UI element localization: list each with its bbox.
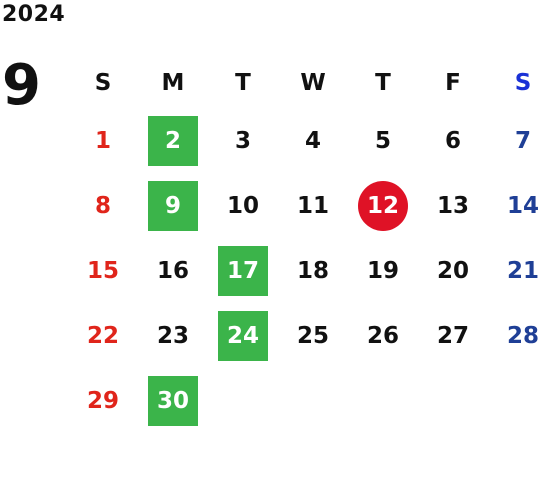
day-cell[interactable]: 11 — [278, 173, 348, 238]
day-cell[interactable]: 22 — [68, 303, 138, 368]
day-number: 6 — [444, 127, 461, 154]
day-number: 7 — [514, 127, 531, 154]
day-number: 28 — [506, 322, 539, 349]
day-cell[interactable]: 13 — [418, 173, 488, 238]
year-label: 2024 — [2, 2, 66, 27]
day-cell-highlighted[interactable]: 30 — [138, 368, 208, 433]
day-number: 18 — [296, 257, 329, 284]
day-number: 21 — [506, 257, 539, 284]
day-number: 19 — [366, 257, 399, 284]
day-cell[interactable]: 3 — [208, 108, 278, 173]
weekday-sunday: S — [94, 70, 112, 96]
day-cell[interactable]: 27 — [418, 303, 488, 368]
day-number: 8 — [94, 192, 111, 219]
day-cell[interactable]: 25 — [278, 303, 348, 368]
day-number: 11 — [296, 192, 329, 219]
day-cell[interactable]: 23 — [138, 303, 208, 368]
day-cell[interactable]: 6 — [418, 108, 488, 173]
day-number: 16 — [156, 257, 189, 284]
day-number: 29 — [86, 387, 119, 414]
day-number: 15 — [86, 257, 119, 284]
day-number — [218, 376, 268, 426]
day-cell[interactable]: 8 — [68, 173, 138, 238]
day-cell[interactable]: 18 — [278, 238, 348, 303]
weekday-monday: M — [161, 70, 185, 96]
day-number: 30 — [148, 375, 198, 426]
day-number: 24 — [218, 310, 268, 361]
day-cell[interactable]: 5 — [348, 108, 418, 173]
weekday-wednesday: W — [300, 70, 326, 96]
day-number: 20 — [436, 257, 469, 284]
day-cell-highlighted[interactable]: 17 — [208, 238, 278, 303]
weekday-tuesday: T — [235, 70, 251, 96]
day-cell[interactable]: 7 — [488, 108, 548, 173]
day-cell-empty — [488, 368, 548, 433]
weekday-saturday: S — [514, 70, 532, 96]
day-number: 14 — [506, 192, 539, 219]
day-cell-empty — [348, 368, 418, 433]
weekday-thursday: T — [375, 70, 391, 96]
day-number: 1 — [94, 127, 111, 154]
day-number: 17 — [218, 245, 268, 296]
day-number: 5 — [374, 127, 391, 154]
day-number: 22 — [86, 322, 119, 349]
day-cell[interactable]: 21 — [488, 238, 548, 303]
day-number: 12 — [358, 180, 408, 231]
day-number: 10 — [226, 192, 259, 219]
day-number — [358, 376, 408, 426]
day-number: 2 — [148, 115, 198, 166]
day-number — [428, 376, 478, 426]
day-cell-empty — [418, 368, 488, 433]
day-cell[interactable]: 29 — [68, 368, 138, 433]
week-row-1: 1 2 3 4 5 6 7 — [68, 108, 543, 173]
day-cell[interactable]: 10 — [208, 173, 278, 238]
day-number: 26 — [366, 322, 399, 349]
day-number: 3 — [234, 127, 251, 154]
month-number: 9 — [2, 53, 41, 118]
day-number — [498, 376, 548, 426]
week-row-2: 8 9 10 11 12 13 14 — [68, 173, 543, 238]
day-cell[interactable]: 26 — [348, 303, 418, 368]
day-cell[interactable]: 19 — [348, 238, 418, 303]
day-cell-empty — [208, 368, 278, 433]
week-row-5: 29 30 — [68, 368, 543, 433]
day-cell[interactable]: 14 — [488, 173, 548, 238]
week-row-4: 22 23 24 25 26 27 28 — [68, 303, 543, 368]
day-number: 25 — [296, 322, 329, 349]
day-cell[interactable]: 4 — [278, 108, 348, 173]
day-number — [288, 376, 338, 426]
week-row-3: 15 16 17 18 19 20 21 — [68, 238, 543, 303]
calendar-grid: S M T W T F S 1 2 3 4 5 6 7 8 9 10 11 12… — [68, 58, 543, 433]
day-number: 9 — [148, 180, 198, 231]
day-cell-empty — [278, 368, 348, 433]
day-cell-highlighted[interactable]: 2 — [138, 108, 208, 173]
day-number: 27 — [436, 322, 469, 349]
day-cell-today[interactable]: 12 — [348, 173, 418, 238]
day-cell[interactable]: 16 — [138, 238, 208, 303]
day-cell[interactable]: 20 — [418, 238, 488, 303]
day-number: 23 — [156, 322, 189, 349]
day-number: 4 — [304, 127, 321, 154]
day-cell[interactable]: 1 — [68, 108, 138, 173]
weekday-header: S M T W T F S — [68, 58, 543, 108]
day-cell[interactable]: 15 — [68, 238, 138, 303]
day-cell-highlighted[interactable]: 24 — [208, 303, 278, 368]
day-number: 13 — [436, 192, 469, 219]
day-cell-highlighted[interactable]: 9 — [138, 173, 208, 238]
day-cell[interactable]: 28 — [488, 303, 548, 368]
weekday-friday: F — [445, 70, 461, 96]
